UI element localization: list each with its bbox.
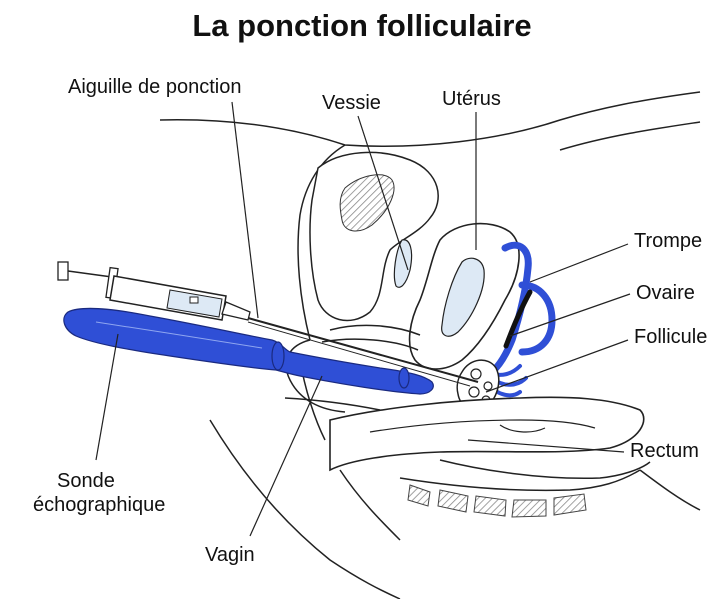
label-trompe: Trompe	[634, 230, 702, 253]
bladder	[310, 152, 438, 320]
label-follicule: Follicule	[634, 326, 707, 349]
label-echographique: échographique	[33, 494, 165, 517]
label-aiguille-de-ponction: Aiguille de ponction	[68, 76, 241, 99]
label-ovaire: Ovaire	[636, 282, 695, 305]
label-rectum: Rectum	[630, 440, 699, 463]
label-vessie: Vessie	[322, 92, 381, 115]
ultrasound-probe	[64, 309, 433, 394]
label-uterus: Utérus	[442, 88, 501, 111]
rectum	[330, 397, 650, 540]
label-vagin: Vagin	[205, 544, 255, 567]
label-sonde: Sonde	[57, 470, 115, 493]
